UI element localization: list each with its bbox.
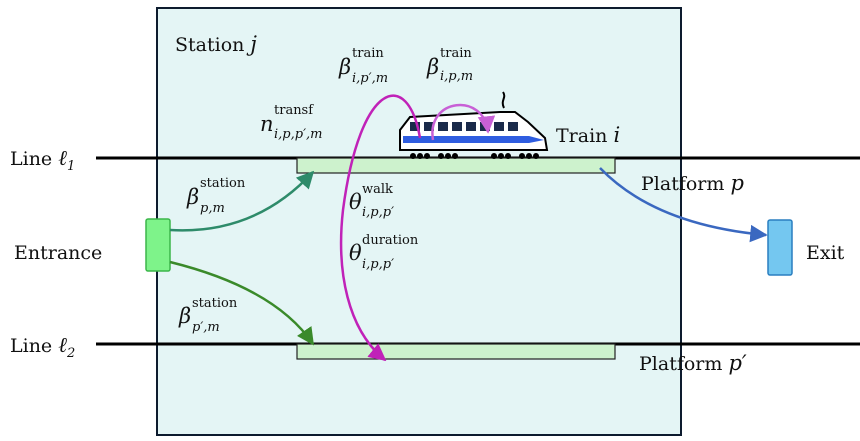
exit-gate — [767, 219, 793, 276]
svg-text:train: train — [440, 46, 472, 61]
svg-text:train: train — [352, 46, 384, 61]
svg-text:i,p,p′,m: i,p,p′,m — [274, 127, 322, 142]
train-ride-arrow — [431, 103, 496, 141]
svg-text:p,m: p,m — [200, 201, 225, 216]
platform-p-prime-label: Platform p′ — [639, 351, 747, 375]
transfer-walk-arrow — [339, 94, 422, 362]
svg-text:θ: θ — [349, 190, 362, 214]
svg-text:β: β — [186, 185, 199, 209]
svg-text:station: station — [200, 176, 246, 191]
svg-text:θ: θ — [349, 241, 362, 265]
svg-text:i,p′,m: i,p′,m — [352, 71, 388, 86]
station-label: Station j — [175, 32, 257, 56]
theta-duration-label: θ duration i,p,p′ — [349, 233, 419, 272]
beta-station-p-label: β station p,m — [186, 176, 246, 216]
n-transf-label: n transf i,p,p′,m — [260, 103, 322, 142]
svg-text:walk: walk — [362, 182, 393, 197]
svg-text:β: β — [338, 55, 351, 79]
platform-p — [296, 157, 616, 174]
svg-text:i,p,p′: i,p,p′ — [362, 205, 394, 220]
svg-text:duration: duration — [362, 233, 419, 248]
platform-p-to-exit-arrow — [599, 167, 768, 243]
entrance-to-platform-p-prime-arrow — [169, 260, 315, 346]
platform-p-label: Platform p — [641, 171, 744, 195]
svg-text:β: β — [426, 55, 439, 79]
svg-text:i,p,p′: i,p,p′ — [362, 257, 394, 272]
svg-text:transf: transf — [274, 103, 314, 118]
platform-p-prime — [296, 343, 616, 360]
train-label: Train i — [556, 123, 620, 147]
svg-text:n: n — [260, 112, 274, 136]
line-2-label: Line ℓ2 — [10, 333, 75, 361]
svg-text:station: station — [192, 296, 238, 311]
svg-text:i,p,m: i,p,m — [440, 69, 473, 84]
entrance-gate — [145, 218, 171, 272]
beta-station-p-prime-label: β station p′,m — [178, 296, 238, 335]
line-1-label: Line ℓ1 — [10, 146, 75, 174]
entrance-to-platform-p-arrow — [169, 170, 315, 232]
train-icon — [399, 91, 549, 159]
entrance-label: Entrance — [14, 242, 102, 264]
beta-train-p-label: β train i,p,m — [426, 46, 473, 84]
station-box — [156, 7, 682, 436]
svg-text:β: β — [178, 304, 191, 328]
beta-train-p-prime-label: β train i,p′,m — [338, 46, 388, 86]
exit-label: Exit — [806, 242, 845, 264]
svg-text:p′,m: p′,m — [192, 320, 220, 335]
theta-walk-label: θ walk i,p,p′ — [349, 182, 394, 220]
